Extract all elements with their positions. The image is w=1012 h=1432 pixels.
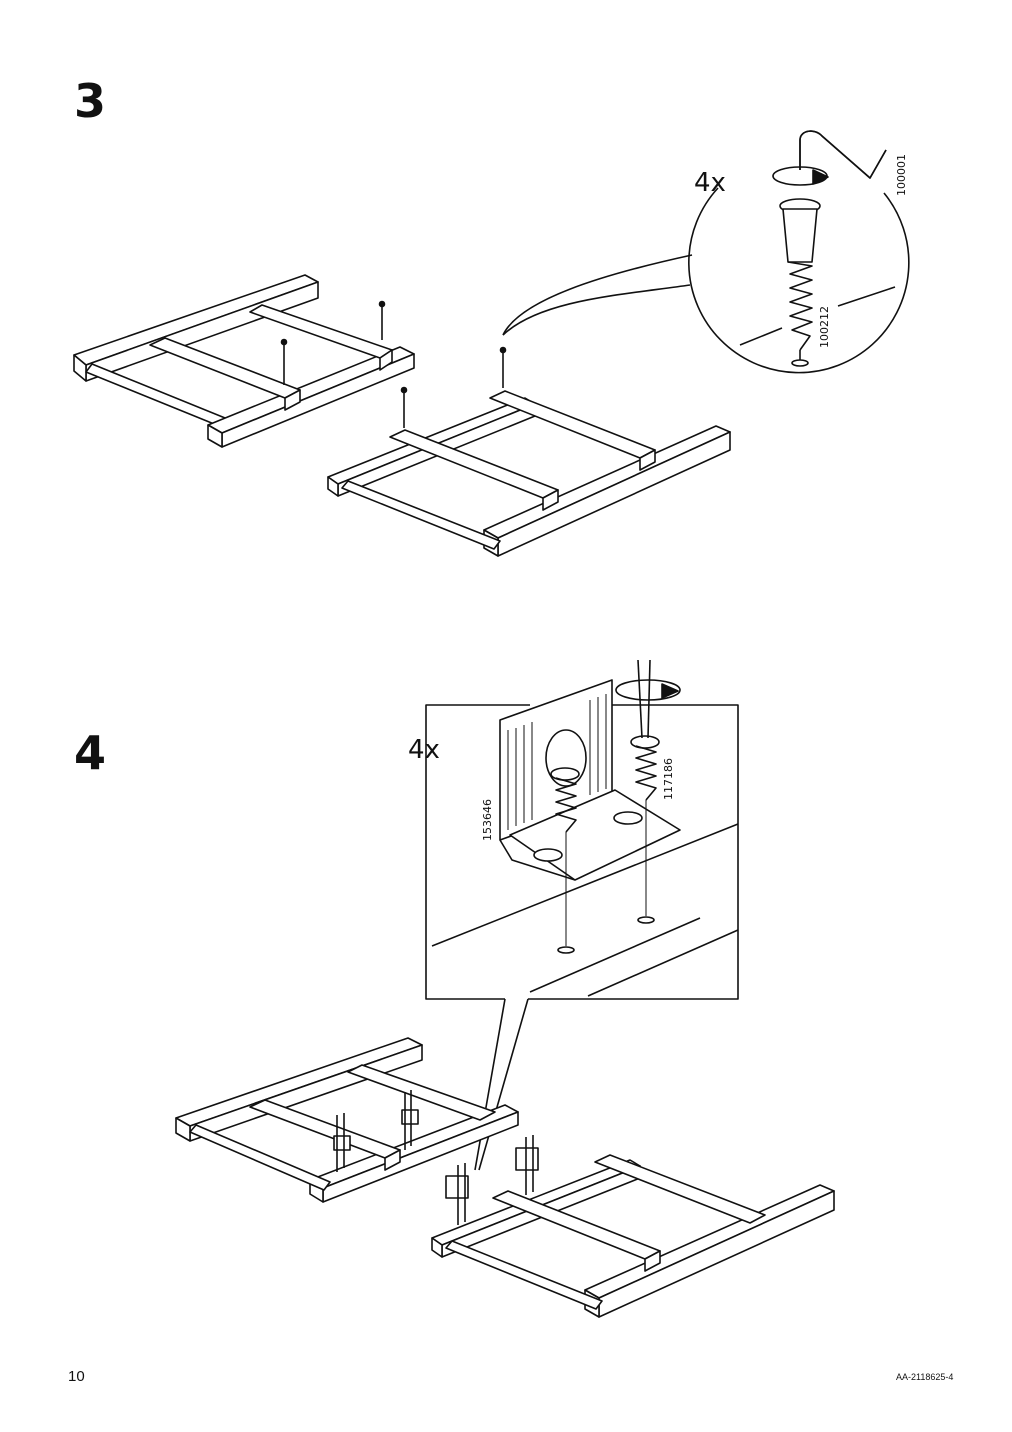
rotate-clockwise-icon	[772, 166, 829, 186]
part-number-bracket-screw: 117186	[662, 758, 675, 800]
part-number-screw: 100212	[818, 306, 831, 348]
document-code: AA-2118625-4	[896, 1372, 954, 1382]
wood-screw-icon	[779, 198, 821, 367]
corner-bracket-icon	[499, 679, 681, 881]
part-number-allen-key: 100001	[895, 154, 908, 196]
step-3-quantity: 4x	[694, 168, 726, 198]
frame-left-step4	[175, 1037, 519, 1203]
frame-left-step3	[73, 274, 415, 448]
step3-detail-callout	[502, 130, 910, 374]
frame-left-screws	[280, 300, 386, 385]
step4-detail-box	[425, 659, 739, 1171]
allen-key-icon	[799, 130, 887, 179]
screw-icon	[550, 735, 660, 954]
step-3-number: 3	[74, 74, 107, 128]
part-number-bracket: 153646	[481, 799, 494, 841]
step-4-quantity: 4x	[408, 735, 440, 765]
frame-right-step3	[327, 390, 731, 557]
step-4-number: 4	[74, 726, 107, 780]
page-number: 10	[68, 1368, 85, 1385]
frame-right-screws	[400, 346, 507, 428]
frame-right-step4	[431, 1135, 835, 1318]
rotate-clockwise-icon	[615, 679, 681, 701]
